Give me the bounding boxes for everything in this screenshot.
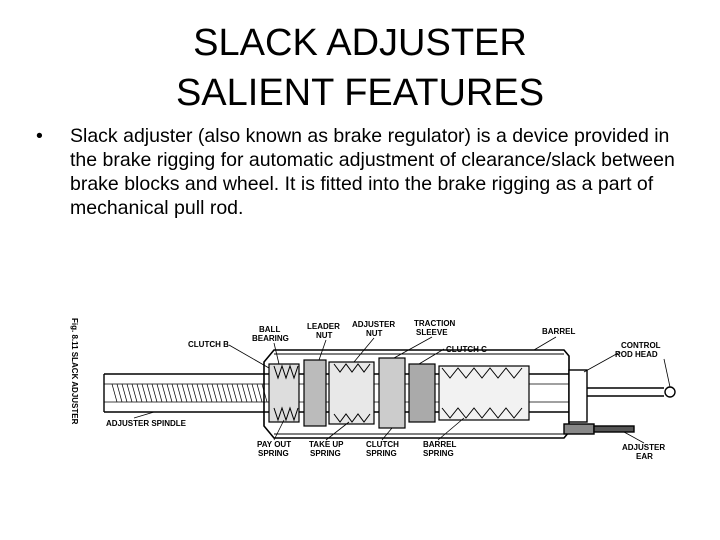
label-take-up-spring-2: SPRING (310, 449, 341, 458)
thread-line (166, 383, 173, 403)
thread-line (121, 383, 128, 403)
thread-line (246, 383, 253, 403)
label-adjuster-ear-1: ADJUSTER (622, 443, 665, 452)
thread-line (256, 383, 263, 403)
label-leader-nut-2: NUT (316, 331, 333, 340)
thread-line (211, 383, 218, 403)
thread-line (181, 383, 188, 403)
thread-line (186, 383, 193, 403)
label-pay-out-spring-1: PAY OUT (257, 440, 291, 449)
thread-line (176, 383, 183, 403)
thread-line (136, 383, 143, 403)
label-barrel: BARREL (542, 327, 575, 336)
thread-line (191, 383, 198, 403)
thread-line (236, 383, 243, 403)
thread-line (111, 383, 118, 403)
thread-line (201, 383, 208, 403)
slack-adjuster-diagram: Fig. 8.11 SLACK ADJUSTER (64, 312, 700, 472)
thread-line (126, 383, 133, 403)
thread-line (156, 383, 163, 403)
springs (273, 363, 523, 423)
label-barrel-spring-2: SPRING (423, 449, 454, 458)
label-pay-out-spring-2: SPRING (258, 449, 289, 458)
label-control-rod-head-2: ROD HEAD (615, 350, 658, 359)
label-clutch-c: CLUTCH C (446, 345, 487, 354)
thread-line (241, 383, 248, 403)
thread-line (196, 383, 203, 403)
slide-title: SLACK ADJUSTER SALIENT FEATURES (0, 18, 720, 118)
label-traction-sleeve-2: SLEEVE (416, 328, 448, 337)
thread-line (261, 383, 268, 403)
thread-line (221, 383, 228, 403)
thread-line (171, 383, 178, 403)
bullet-item: • Slack adjuster (also known as brake re… (36, 124, 686, 220)
label-adjuster-nut-1: ADJUSTER (352, 320, 395, 329)
label-leader-nut-1: LEADER (307, 322, 340, 331)
label-clutch-b: CLUTCH B (188, 340, 229, 349)
label-adjuster-ear-2: EAR (636, 452, 653, 461)
label-traction-sleeve-1: TRACTION (414, 319, 456, 328)
title-line-2: SALIENT FEATURES (175, 72, 545, 114)
thread-line (251, 383, 258, 403)
label-adjuster-spindle: ADJUSTER SPINDLE (106, 419, 187, 428)
diagram-labels: BALL BEARING LEADER NUT ADJUSTER NUT TRA… (106, 319, 665, 461)
label-adjuster-nut-2: NUT (366, 329, 383, 338)
thread-line (206, 383, 213, 403)
thread-line (131, 383, 138, 403)
bullet-marker: • (36, 125, 43, 147)
thread-line (216, 383, 223, 403)
thread-line (226, 383, 233, 403)
thread-line (141, 383, 148, 403)
label-barrel-spring-1: BARREL (423, 440, 456, 449)
label-clutch-spring-2: SPRING (366, 449, 397, 458)
thread-line (151, 383, 158, 403)
title-line-1: SLACK ADJUSTER (193, 22, 527, 64)
label-take-up-spring-1: TAKE UP (309, 440, 344, 449)
leader-lines (133, 336, 671, 444)
thread-line (231, 383, 238, 403)
figure-caption: Fig. 8.11 SLACK ADJUSTER (70, 318, 79, 425)
thread-line (146, 383, 153, 403)
spindle-thread (111, 383, 268, 403)
label-control-rod-head-1: CONTROL (621, 341, 661, 350)
bullet-text: Slack adjuster (also known as brake regu… (70, 125, 675, 219)
control-rod-head (563, 369, 676, 435)
label-ball-bearing-2: BEARING (252, 334, 289, 343)
thread-line (161, 383, 168, 403)
label-ball-bearing-1: BALL (259, 325, 280, 334)
thread-line (116, 383, 123, 403)
label-clutch-spring-1: CLUTCH (366, 440, 399, 449)
